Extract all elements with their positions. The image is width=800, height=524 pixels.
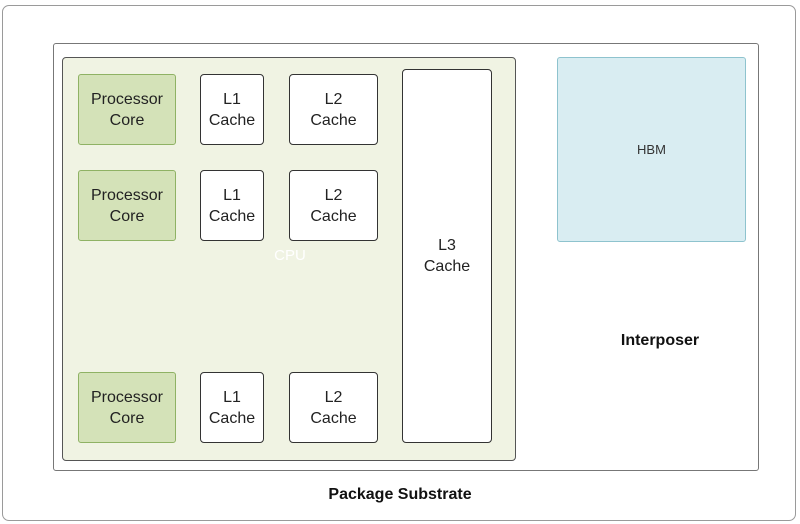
processor-core-2: Processor Core: [78, 170, 176, 241]
l1-cache-1: L1 Cache: [200, 74, 264, 145]
l2-cache-1: L2 Cache: [289, 74, 378, 145]
processor-core-3: Processor Core: [78, 372, 176, 443]
l2-cache-2: L2 Cache: [289, 170, 378, 241]
interposer-label: Interposer: [620, 332, 700, 349]
package-substrate: [2, 5, 796, 521]
l1-cache-2: L1 Cache: [200, 170, 264, 241]
l3-cache: L3 Cache: [402, 69, 492, 443]
package-substrate-label: Package Substrate: [328, 486, 472, 503]
processor-core-1: Processor Core: [78, 74, 176, 145]
l1-cache-3: L1 Cache: [200, 372, 264, 443]
cpu-label: CPU: [274, 246, 306, 264]
l2-cache-3: L2 Cache: [289, 372, 378, 443]
hbm-block: HBM: [557, 57, 746, 242]
